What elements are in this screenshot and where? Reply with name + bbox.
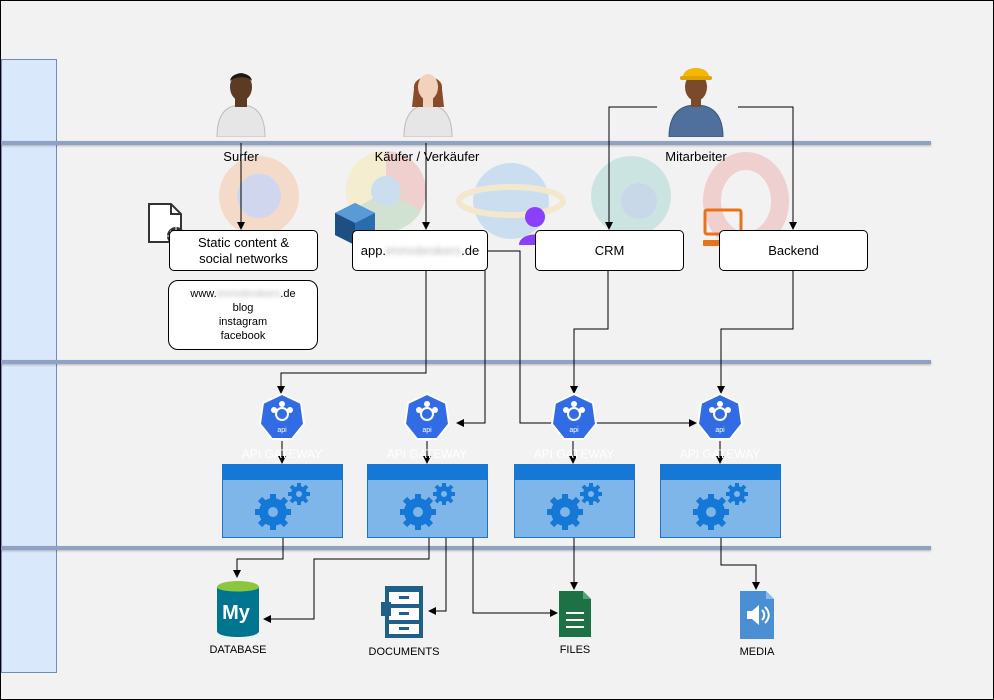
svg-text:api: api <box>569 427 579 434</box>
public-channels-box[interactable]: www.immobrokers.de blog instagram facebo… <box>168 280 318 350</box>
api-gateway-label-2: API GATEWAY <box>386 447 468 461</box>
mysql-database-icon: My <box>217 581 259 637</box>
swimlane-left <box>1 59 57 673</box>
api-gateway-icon-3: api <box>551 393 597 440</box>
facebook-link[interactable]: facebook <box>220 330 266 342</box>
tier-separator-frontend <box>1 360 931 364</box>
edge-icon <box>591 156 671 236</box>
static-content-line1: Static content & <box>197 234 290 250</box>
instagram-link[interactable]: instagram <box>218 316 268 328</box>
svg-text:api: api <box>715 427 725 434</box>
service-window-3[interactable] <box>514 464 635 538</box>
database-label: DATABASE <box>209 644 267 656</box>
service-window-titlebar <box>368 465 487 480</box>
crm-box[interactable]: CRM <box>535 230 684 271</box>
api-gateway-icon-1: api <box>259 393 305 440</box>
actor-label-surfer: Surfer <box>223 149 259 164</box>
firefox-icon <box>219 156 299 236</box>
staff-worker-icon <box>668 68 724 137</box>
media-label: MEDIA <box>739 646 775 658</box>
api-gateway-label-3: API GATEWAY <box>533 447 615 461</box>
tier-separator-services <box>1 546 931 550</box>
surfer-person-icon <box>216 73 266 137</box>
website-link[interactable]: www.immobrokers.de <box>190 288 296 300</box>
service-window-titlebar <box>223 465 342 480</box>
static-content-box[interactable]: Static content & social networks <box>169 230 318 271</box>
documents-label: DOCUMENTS <box>368 646 440 658</box>
tier-separator-users <box>1 141 931 145</box>
service-window-titlebar <box>515 465 634 480</box>
service-window-4[interactable] <box>660 464 781 538</box>
file-document-icon <box>559 591 591 637</box>
backend-box[interactable]: Backend <box>719 230 868 271</box>
actor-label-buyer-seller: Käufer / Verkäufer <box>374 149 480 164</box>
buyer-seller-person-icon <box>403 74 453 137</box>
audio-media-icon <box>740 591 774 639</box>
actor-label-staff: Mitarbeiter <box>665 149 727 164</box>
blog-link[interactable]: blog <box>232 302 254 314</box>
svg-text:My: My <box>222 602 251 624</box>
api-gateway-label-4: API GATEWAY <box>679 447 761 461</box>
files-label: FILES <box>559 644 591 656</box>
static-content-line2: social networks <box>199 250 288 266</box>
gears-icon <box>400 483 455 530</box>
service-window-1[interactable] <box>222 464 343 538</box>
service-window-2[interactable] <box>367 464 488 538</box>
api-gateway-label-1: API GATEWAY <box>241 447 323 461</box>
filing-cabinet-icon <box>381 586 423 638</box>
api-gateway-icon-2: api <box>404 393 450 440</box>
service-window-titlebar <box>661 465 780 480</box>
api-gateway-icon-4: api <box>697 393 743 440</box>
app-box[interactable]: app.immobrokers.de <box>352 230 488 271</box>
gears-icon <box>255 483 310 530</box>
gears-icon <box>693 483 748 530</box>
svg-text:api: api <box>422 427 432 434</box>
svg-text:api: api <box>277 427 287 434</box>
gears-icon <box>547 483 602 530</box>
